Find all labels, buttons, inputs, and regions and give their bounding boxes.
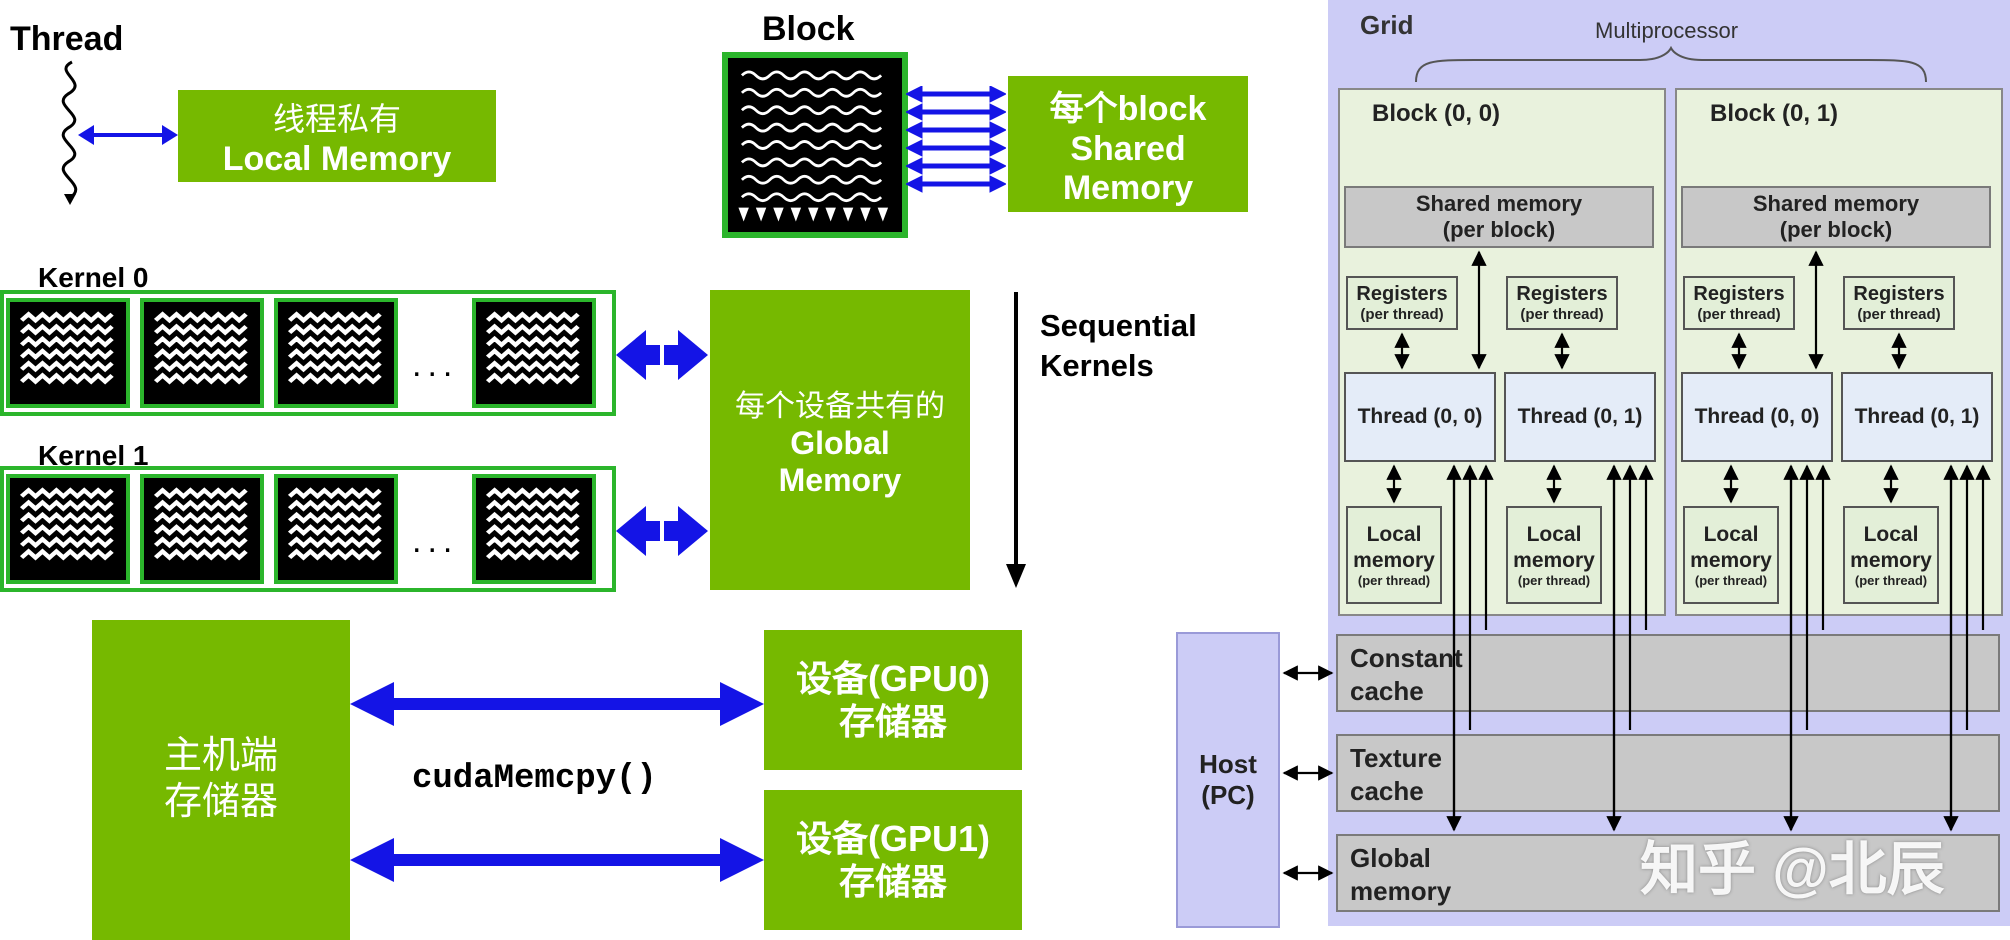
kernel1-block-3-icon bbox=[472, 474, 596, 584]
block-00-thread-1: Thread (0, 1) bbox=[1504, 372, 1656, 462]
block-01-shared-memory: Shared memory (per block) bbox=[1681, 186, 1991, 248]
block-01-thread-1: Thread (0, 1) bbox=[1841, 372, 1993, 462]
host-device1-arrow-icon bbox=[350, 838, 764, 882]
global-memory-cn: 每个设备共有的 bbox=[735, 390, 945, 423]
shared-memory-line2: Shared bbox=[1070, 129, 1186, 168]
thread-label: Thread bbox=[10, 20, 124, 58]
host-device0-arrow-icon bbox=[350, 682, 764, 726]
local-memory-label: Local memory bbox=[1513, 523, 1595, 572]
kernel1-label: Kernel 1 bbox=[38, 440, 149, 471]
kernel0-label: Kernel 0 bbox=[38, 262, 149, 293]
block-00-thread-1-local-memory: Local memory (per thread) bbox=[1506, 506, 1602, 604]
global-memory-en1: Global bbox=[790, 425, 890, 461]
registers-label: Registers bbox=[1356, 283, 1448, 305]
constant-cache-box: Constant cache bbox=[1336, 634, 2000, 712]
local-memory-cn: 线程私有 bbox=[272, 100, 401, 137]
block-00-thread-0-registers: Registers (per thread) bbox=[1346, 276, 1458, 330]
local-memory-en: Local Memory bbox=[222, 139, 452, 178]
texture-cache-box: Texture cache bbox=[1336, 734, 2000, 812]
shared-memory-box: 每个block Shared Memory bbox=[1008, 76, 1248, 212]
local-memory-sub: (per thread) bbox=[1854, 572, 1928, 588]
local-memory-sub: (per thread) bbox=[1357, 572, 1431, 588]
cudamemcpy-label: cudaMemcpy() bbox=[412, 760, 657, 798]
global-memory-en2: Memory bbox=[778, 462, 902, 498]
block-01-thread-0-registers: Registers (per thread) bbox=[1683, 276, 1795, 330]
device1-memory-box: 设备(GPU1) 存储器 bbox=[764, 790, 1022, 930]
sequential-kernels-label: Sequential Kernels bbox=[1040, 308, 1197, 384]
local-memory-box: 线程私有 Local Memory bbox=[178, 90, 496, 182]
kernel1-ellipsis: ... bbox=[412, 522, 459, 560]
host-pc-box: Host (PC) bbox=[1176, 632, 1280, 928]
global-memory-box: 每个设备共有的 Global Memory bbox=[710, 290, 970, 590]
registers-label: Registers bbox=[1516, 283, 1608, 305]
block-00-thread-0: Thread (0, 0) bbox=[1344, 372, 1496, 462]
block-00-thread-0-local-memory: Local memory (per thread) bbox=[1346, 506, 1442, 604]
block-threads-icon bbox=[722, 52, 908, 238]
grid-label: Grid bbox=[1360, 10, 1414, 40]
registers-label: Registers bbox=[1853, 283, 1945, 305]
kernel1-block-2-icon bbox=[274, 474, 398, 584]
thread-squiggle-icon bbox=[61, 60, 78, 205]
block-01-thread-1-local-memory: Local memory (per thread) bbox=[1843, 506, 1939, 604]
shared-memory-line1: 每个block bbox=[1049, 89, 1207, 128]
kernel0-block-1-icon bbox=[140, 298, 264, 408]
block-shared-arrows-icon bbox=[906, 86, 1006, 193]
block-01-thread-0-local-memory: Local memory (per thread) bbox=[1683, 506, 1779, 604]
sequential-arrow-icon bbox=[1006, 292, 1026, 588]
host-memory-box: 主机端 存储器 bbox=[92, 620, 350, 940]
kernel1-block-1-icon bbox=[140, 474, 264, 584]
kernel0-block-2-icon bbox=[274, 298, 398, 408]
multiprocessor-brace-icon bbox=[1415, 46, 1927, 83]
block-00-label: Block (0, 0) bbox=[1372, 100, 1501, 127]
global-memory-panel: Global memory bbox=[1336, 834, 2000, 912]
registers-sub: (per thread) bbox=[1360, 306, 1444, 323]
local-memory-label: Local memory bbox=[1690, 523, 1772, 572]
kernel0-global-arrow-icon bbox=[616, 330, 708, 380]
block-01-thread-1-registers: Registers (per thread) bbox=[1843, 276, 1955, 330]
kernel0-block-3-icon bbox=[472, 298, 596, 408]
registers-sub: (per thread) bbox=[1520, 306, 1604, 323]
block-label: Block bbox=[762, 10, 855, 48]
device0-memory-box: 设备(GPU0) 存储器 bbox=[764, 630, 1022, 770]
block-00-shared-memory: Shared memory (per block) bbox=[1344, 186, 1654, 248]
registers-sub: (per thread) bbox=[1857, 306, 1941, 323]
registers-label: Registers bbox=[1693, 283, 1785, 305]
local-memory-sub: (per thread) bbox=[1694, 572, 1768, 588]
thread-local-arrow-icon bbox=[78, 125, 178, 145]
kernel0-ellipsis: ... bbox=[412, 346, 459, 384]
kernel1-block-0-icon bbox=[6, 474, 130, 584]
kernel0-block-0-icon bbox=[6, 298, 130, 408]
watermark: 知乎 @北辰 bbox=[1640, 837, 1945, 902]
registers-sub: (per thread) bbox=[1697, 306, 1781, 323]
shared-memory-line3: Memory bbox=[1062, 168, 1194, 207]
local-memory-sub: (per thread) bbox=[1517, 572, 1591, 588]
block-01-thread-0: Thread (0, 0) bbox=[1681, 372, 1833, 462]
block-01-label: Block (0, 1) bbox=[1710, 100, 1839, 127]
local-memory-label: Local memory bbox=[1850, 523, 1932, 572]
local-memory-label: Local memory bbox=[1353, 523, 1435, 572]
block-00-thread-1-registers: Registers (per thread) bbox=[1506, 276, 1618, 330]
kernel1-global-arrow-icon bbox=[616, 506, 708, 556]
multiprocessor-label: Multiprocessor bbox=[1595, 18, 1739, 43]
